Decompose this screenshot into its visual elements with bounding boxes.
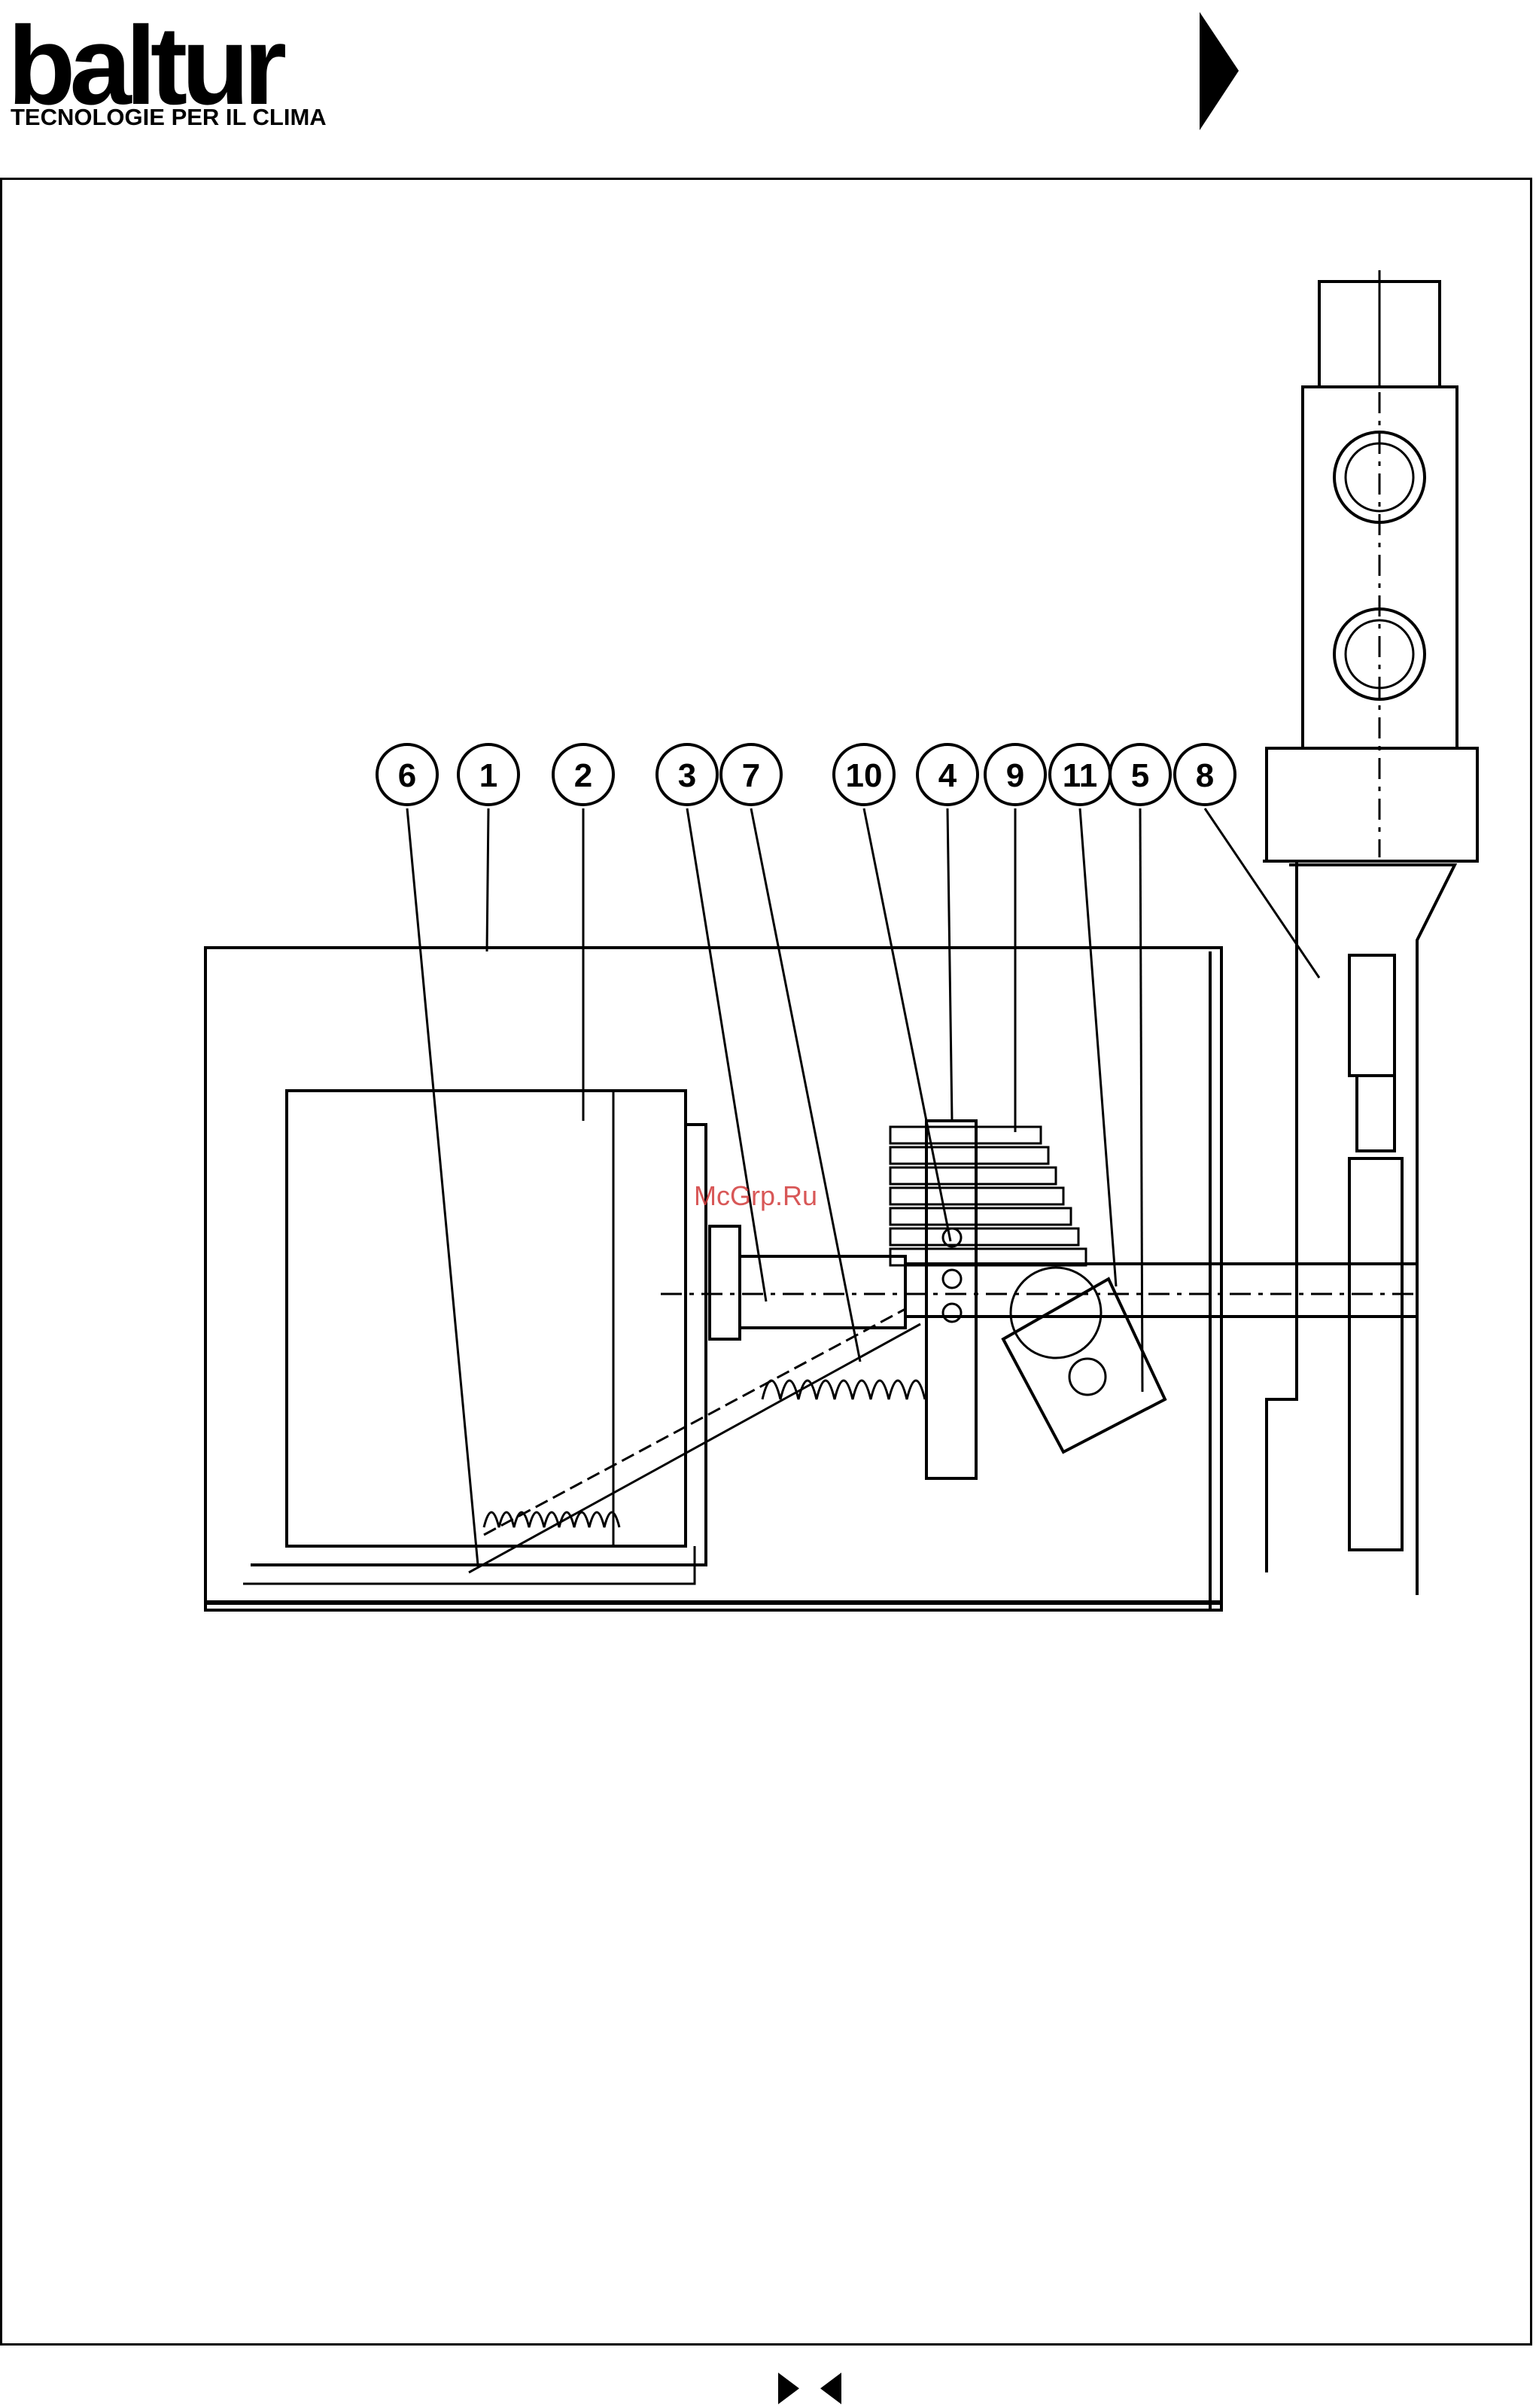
brand-tagline: TECNOLOGIE PER IL CLIMA	[11, 104, 327, 131]
page-header: baltur TECNOLOGIE PER IL CLIMA	[0, 0, 1536, 173]
callout-label: 9	[1006, 757, 1024, 794]
housing-outline	[205, 948, 1221, 1610]
footer-nav	[775, 2370, 850, 2407]
callout-label: 2	[574, 757, 592, 794]
callout-label: 6	[398, 757, 416, 794]
callout-1: 1	[458, 744, 519, 805]
play-arrow-icon[interactable]	[1197, 9, 1242, 133]
callout-8: 8	[1175, 744, 1235, 805]
callout-3: 3	[657, 744, 717, 805]
callout-label: 4	[938, 757, 957, 794]
callout-5: 5	[1110, 744, 1170, 805]
callout-label: 3	[678, 757, 696, 794]
valve-flange	[1267, 748, 1477, 861]
callout-label: 7	[742, 757, 760, 794]
triangle-right-icon[interactable]	[775, 2370, 805, 2407]
callout-label: 11	[1063, 757, 1098, 794]
callout-label: 8	[1196, 757, 1214, 794]
triangle-left-icon[interactable]	[814, 2370, 844, 2407]
cam-plate	[1003, 1279, 1165, 1452]
technical-diagram: 6 1 2 3 7 10 4 9 11 5 8	[2, 180, 1530, 2343]
callout-2: 2	[553, 744, 613, 805]
callout-label: 10	[846, 757, 883, 794]
callout-11: 11	[1050, 744, 1110, 805]
callout-7: 7	[721, 744, 781, 805]
callout-9: 9	[985, 744, 1045, 805]
callout-4: 4	[917, 744, 978, 805]
content-frame: 6 1 2 3 7 10 4 9 11 5 8	[0, 178, 1532, 2346]
watermark: McGrp.Ru	[694, 1180, 817, 1212]
callout-6: 6	[377, 744, 437, 805]
lever	[926, 1121, 976, 1478]
motor-block	[287, 1091, 686, 1546]
callout-label: 1	[479, 757, 497, 794]
callout-10: 10	[834, 744, 894, 805]
callout-label: 5	[1131, 757, 1149, 794]
linkage-rod	[1349, 1158, 1402, 1550]
